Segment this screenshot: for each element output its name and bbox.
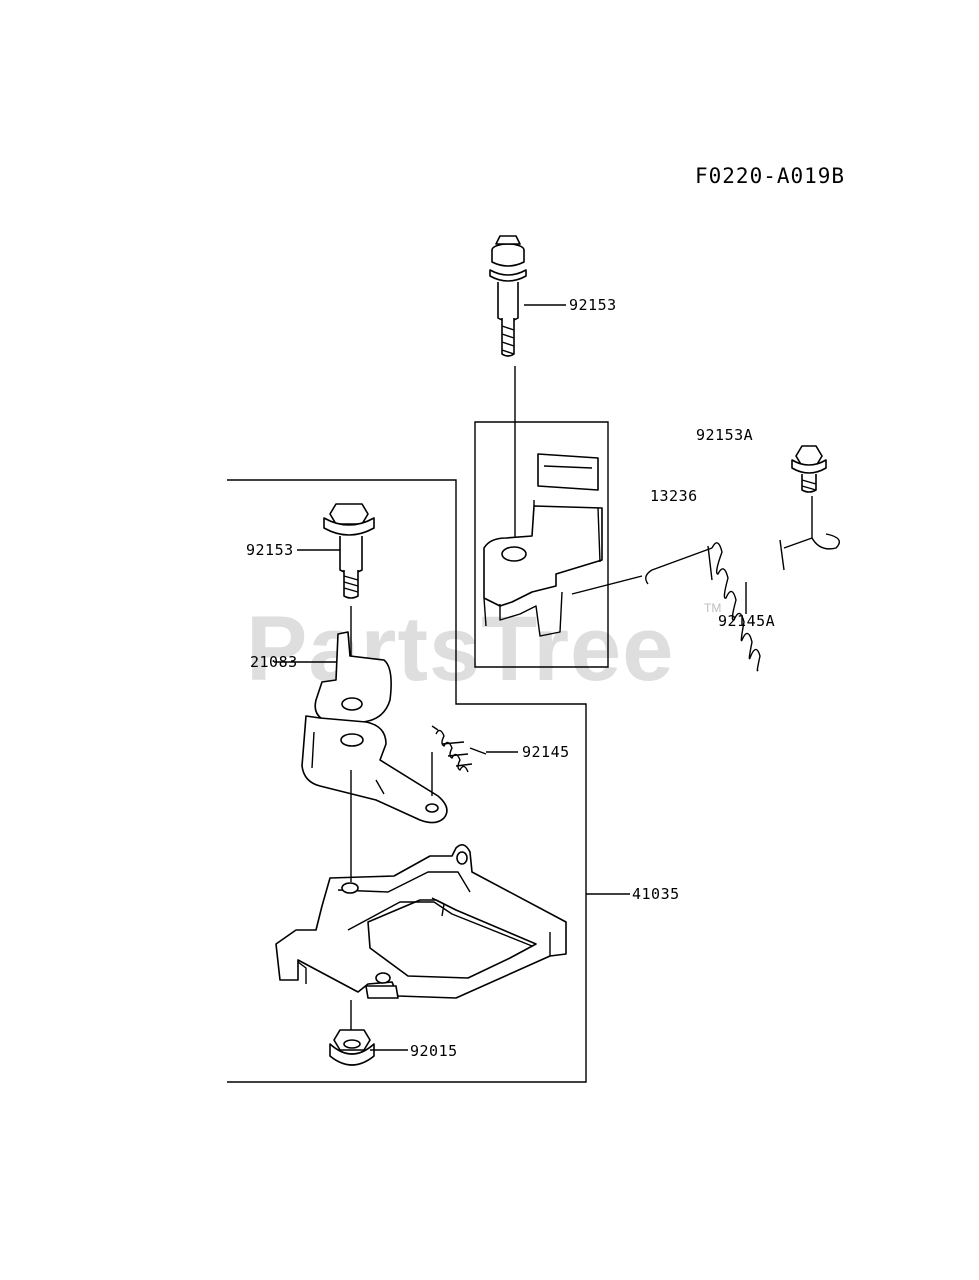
- bolt-left-part: [323, 503, 375, 599]
- lever-part: [301, 631, 448, 824]
- label-bracket-upper: 13236: [650, 487, 698, 505]
- label-spring-short: 92145: [522, 743, 570, 761]
- watermark-text: PartsTree: [246, 598, 674, 700]
- bolt-top-part: [489, 235, 527, 357]
- part-labels: 92153 92153A 13236 92153 92145A 21083 92…: [246, 296, 775, 1060]
- label-plate-assembly: 41035: [632, 885, 680, 903]
- nut-part: [329, 1029, 375, 1066]
- group-boxes: [227, 421, 609, 1083]
- label-bolt-top: 92153: [569, 296, 617, 314]
- watermark-trademark: TM: [704, 601, 721, 615]
- label-spring-long: 92145A: [718, 612, 775, 630]
- label-bolt-left: 92153: [246, 541, 294, 559]
- label-nut: 92015: [410, 1042, 458, 1060]
- label-bolt-small: 92153A: [696, 426, 753, 444]
- diagram-code: F0220-A019B: [695, 164, 845, 188]
- spring-hook-line: [811, 496, 840, 550]
- spring-long-part: [645, 537, 813, 672]
- upper-bracket-box: [474, 421, 609, 668]
- label-lever: 21083: [250, 653, 298, 671]
- spring-long-link-line: [571, 575, 643, 595]
- plate-part: [275, 844, 567, 999]
- watermark: PartsTree TM: [246, 598, 721, 700]
- spring-short-part: [431, 725, 487, 773]
- upper-bracket-part: [483, 453, 603, 637]
- bolt-small-part: [791, 445, 827, 493]
- plate-assembly-box: [227, 479, 587, 1083]
